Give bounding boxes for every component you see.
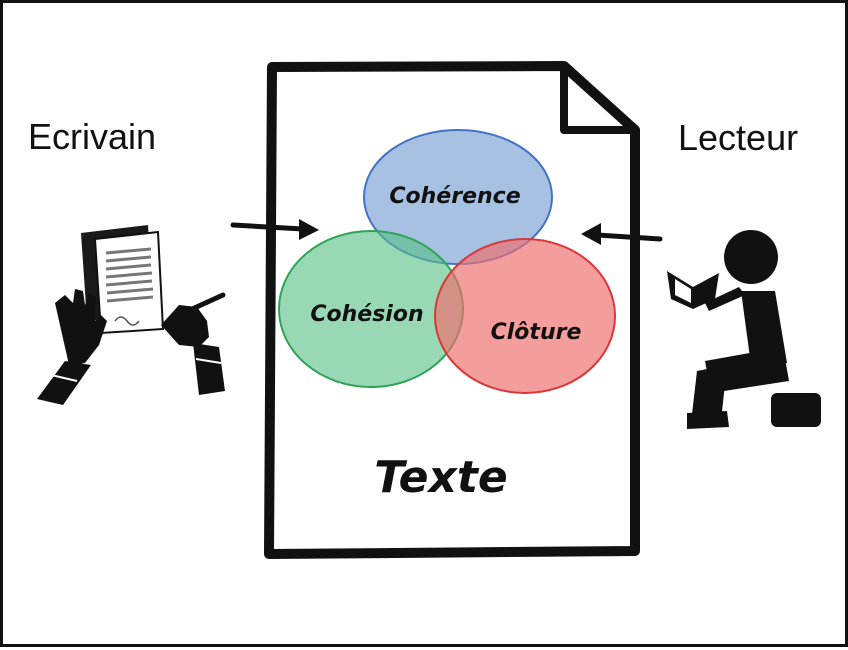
writer-signing-document-icon [37, 225, 226, 405]
arrow-left-icon [581, 223, 663, 245]
text-diagram: Cohérence Cohésion Clôture Texte [37, 61, 821, 559]
closure-label: Clôture [491, 320, 582, 345]
closure-circle [434, 238, 616, 394]
cohesion-label: Cohésion [310, 302, 423, 327]
reader-sitting-with-book-icon [667, 230, 821, 429]
reader-label: Lecteur [678, 117, 799, 158]
document-title: Texte [374, 452, 507, 503]
writer-label: Ecrivain [28, 116, 157, 157]
arrow-right-icon [230, 219, 319, 240]
coherence-label: Cohérence [389, 184, 520, 209]
venn-diagram [278, 129, 616, 394]
